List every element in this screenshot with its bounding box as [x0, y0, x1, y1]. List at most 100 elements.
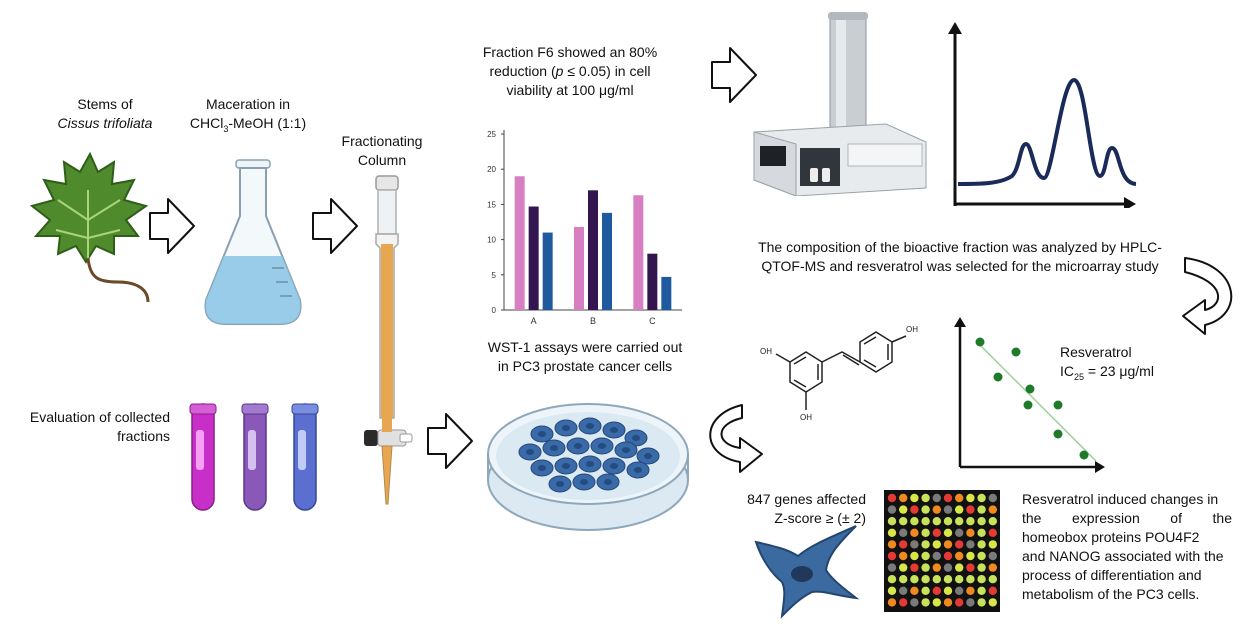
- microarray-spot: [921, 563, 930, 572]
- arrow-flask-to-column: [312, 198, 358, 254]
- microarray-spot: [955, 493, 964, 503]
- microarray-spot: [887, 517, 897, 526]
- microarray-spot: [943, 517, 953, 526]
- microarray-spot: [910, 505, 919, 514]
- microarray-spot: [921, 540, 930, 549]
- petri-cell-nucleus: [538, 431, 546, 437]
- microarray-spot: [955, 528, 964, 537]
- bar-chart-y-tick-label: 15: [487, 200, 496, 209]
- microarray-spot: [932, 493, 941, 503]
- microarray-spot: [932, 586, 941, 595]
- leaf-icon: [29, 151, 150, 303]
- microarray-spot: [955, 563, 964, 572]
- microarray-spot: [977, 493, 986, 503]
- microarray-spot: [988, 575, 997, 584]
- microarray-spot: [966, 598, 975, 607]
- microarray-spot: [921, 575, 930, 584]
- microarray-spot: [921, 551, 930, 561]
- microarray-spot: [977, 528, 986, 537]
- microarray-spot: [966, 493, 975, 503]
- microarray-spot: [932, 505, 941, 514]
- arrow-column-to-petri: [427, 413, 473, 469]
- microarray-spot: [988, 540, 997, 549]
- microarray-spot: [988, 528, 997, 537]
- microarray-spot: [899, 586, 908, 595]
- bar-chart-y-tick-label: 5: [492, 271, 497, 280]
- petri-cell-nucleus: [598, 443, 606, 449]
- microarray-spot: [910, 575, 919, 584]
- microarray-spot: [977, 551, 986, 561]
- microarray-spot: [977, 563, 986, 572]
- test-tube-icon: [291, 403, 319, 511]
- microarray-spot: [921, 528, 930, 537]
- microarray-spot: [977, 586, 986, 595]
- genes-label: 847 genes affected Z-score ≥ (± 2): [747, 491, 866, 526]
- microarray-spot: [910, 551, 919, 561]
- resveratrol-structure-icon: OH OH OH: [760, 325, 918, 422]
- bar-chart-y-tick-label: 0: [492, 306, 497, 315]
- curved-arrow-petri-to-genes: [709, 404, 763, 473]
- microarray-spot: [921, 517, 930, 526]
- hplc-instrument-icon: [753, 12, 927, 196]
- petri-cell-nucleus: [538, 465, 546, 471]
- petri-cell-nucleus: [574, 443, 582, 449]
- microarray-spot: [977, 540, 986, 549]
- bar-chart-y-tick-label: 20: [487, 165, 496, 174]
- scatter-points: [975, 337, 1089, 460]
- petri-cell-nucleus: [550, 445, 558, 451]
- ic25-scatter-plot: [954, 317, 1105, 473]
- microarray-spot: [899, 540, 908, 549]
- petri-cell-nucleus: [634, 467, 642, 473]
- petri-cell-nucleus: [604, 479, 612, 485]
- microarray-spot: [932, 598, 941, 607]
- microarray-spot: [887, 598, 897, 607]
- microarray-spot: [988, 586, 997, 595]
- microarray-spot: [988, 505, 997, 514]
- bar-chart-y-tick-label: 10: [487, 236, 496, 245]
- microarray-spot: [887, 540, 897, 549]
- petri-cell-nucleus: [562, 425, 570, 431]
- flask-icon: [204, 159, 302, 325]
- microarray-spot: [932, 517, 941, 526]
- microarray-spot: [943, 493, 953, 503]
- microarray-spot: [899, 575, 908, 584]
- bar-chart-bar: [528, 206, 539, 310]
- microarray-spot: [932, 563, 941, 572]
- bar-chart-bar: [602, 212, 612, 310]
- microarray-spot: [899, 505, 908, 514]
- bar-chart-category-label: A: [531, 316, 537, 326]
- microarray-spot: [910, 540, 919, 549]
- microarray-spot: [966, 575, 975, 584]
- petri-cell-nucleus: [632, 435, 640, 441]
- microarray-spot: [910, 586, 919, 595]
- microarray-spot: [966, 517, 975, 526]
- microarray-spot: [899, 517, 908, 526]
- microarray-spot: [988, 517, 997, 526]
- cancer-cell-icon: [754, 525, 860, 619]
- petri-cell-nucleus: [610, 427, 618, 433]
- conclusion-text: Resveratrol induced changes in the expre…: [1022, 491, 1232, 602]
- wst-label: WST-1 assays were carried out in PC3 pro…: [487, 339, 683, 374]
- petri-cell-nucleus: [556, 481, 564, 487]
- test-tubes-group: [189, 403, 319, 511]
- microarray-spot: [966, 563, 975, 572]
- petri-cell-nucleus: [580, 479, 588, 485]
- bar-chart-bar: [647, 253, 658, 310]
- microarray-spot: [899, 493, 908, 503]
- petri-cell-nucleus: [526, 449, 534, 455]
- microarray-spot: [887, 563, 897, 572]
- microarray-spot: [966, 505, 975, 514]
- microarray-spot: [955, 586, 964, 595]
- petri-cell-nucleus: [562, 463, 570, 469]
- svg-text:OH: OH: [800, 413, 812, 422]
- microarray-spot: [887, 575, 897, 584]
- petri-cell-nucleus: [586, 423, 594, 429]
- microarray-spot: [932, 528, 941, 537]
- microarray-spot: [887, 586, 897, 595]
- microarray-spot: [943, 505, 953, 514]
- microarray-spot: [943, 540, 953, 549]
- column-label: Fractionating Column: [341, 133, 423, 168]
- stems-label: Stems of Cissus trifoliata: [57, 96, 153, 131]
